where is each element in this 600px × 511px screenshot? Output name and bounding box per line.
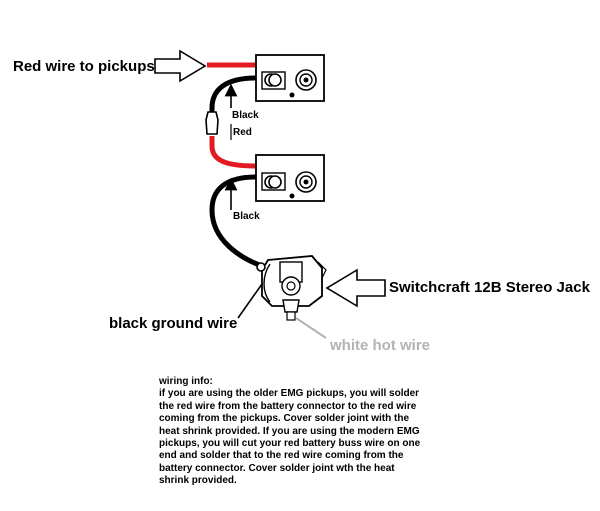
wiring-info-block: wiring info: if you are using the older …: [159, 376, 449, 488]
ground-wire-pointer: [237, 283, 263, 319]
red-wire-to-pickups-label: Red wire to pickups: [13, 58, 155, 75]
black-wire-label-1: Black: [232, 110, 259, 121]
wiring-info-line: battery connector. Cover solder joint wt…: [159, 462, 395, 474]
wiring-info-line: if you are using the older EMG pickups, …: [159, 388, 420, 400]
wiring-info-line: end and solder that to the red wire comi…: [159, 450, 404, 462]
wiring-info-line: the red wire from the battery connector …: [159, 400, 417, 412]
red-wire-pointer-arrow: [154, 49, 207, 83]
wiring-info-line: pickups, you will cut your red battery b…: [159, 438, 421, 450]
black-ground-wire-label: black ground wire: [109, 315, 237, 332]
red-wire-between-connectors: [209, 136, 257, 169]
jack-pointer-arrow: [325, 268, 386, 308]
black-wire-label-2: Black: [233, 211, 260, 222]
stereo-jack: [256, 255, 327, 321]
wiring-info-line: shrink provided.: [159, 475, 237, 487]
battery-connector-top: [255, 54, 325, 102]
battery-connector-bottom: [255, 154, 325, 202]
wiring-info-line: coming from the pickups. Cover solder jo…: [159, 413, 410, 425]
switchcraft-jack-label: Switchcraft 12B Stereo Jack: [389, 279, 591, 296]
heat-shrink-joint: [205, 111, 219, 135]
red-wire-label: Red: [233, 127, 252, 138]
black-wire-1: [209, 75, 257, 118]
white-hot-wire-label: white hot wire: [329, 337, 430, 354]
wiring-info-title: wiring info:: [159, 376, 213, 387]
wiring-info-line: heat shrink provided. If you are using t…: [159, 425, 420, 437]
hot-wire-pointer: [295, 317, 327, 339]
